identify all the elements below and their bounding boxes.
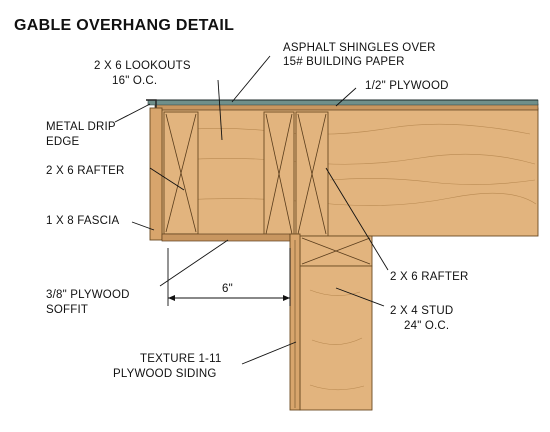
label-stud-line1: 2 X 4 STUD	[390, 305, 453, 317]
label-soffit-line2: SOFFIT	[46, 304, 88, 316]
label-plywood: 1/2" PLYWOOD	[365, 80, 449, 92]
label-dimension: 6"	[222, 283, 233, 295]
label-shingles-line1: ASPHALT SHINGLES OVER	[283, 42, 436, 54]
label-siding-line2: PLYWOOD SIDING	[113, 368, 217, 380]
label-lookouts-line1: 2 X 6 LOOKOUTS	[94, 60, 191, 72]
plywood-soffit	[161, 233, 291, 242]
dimension-6in	[167, 248, 291, 306]
label-drip-edge-line2: EDGE	[46, 136, 80, 148]
structure	[146, 99, 539, 411]
label-soffit-line1: 3/8" PLYWOOD	[46, 289, 130, 301]
label-stud-line2: 24" O.C.	[404, 320, 449, 332]
label-rafter-right: 2 X 6 RAFTER	[390, 271, 468, 283]
wall-stud	[299, 265, 373, 411]
rafter-double-b	[295, 111, 329, 237]
label-shingles-line2: 15# BUILDING PAPER	[283, 56, 405, 68]
label-rafter-left: 2 X 6 RAFTER	[46, 165, 124, 177]
leader-lines	[114, 55, 389, 365]
label-drip-edge-line1: METAL DRIP	[46, 121, 116, 133]
label-lookouts-line2: 16" O.C.	[112, 75, 157, 87]
roof-framing-block	[161, 107, 539, 237]
label-siding-line1: TEXTURE 1-11	[140, 353, 221, 365]
diagram-title: GABLE OVERHANG DETAIL	[14, 17, 234, 34]
asphalt-shingles	[147, 99, 539, 106]
fascia-board	[149, 107, 163, 241]
label-fascia: 1 X 8 FASCIA	[46, 215, 119, 227]
